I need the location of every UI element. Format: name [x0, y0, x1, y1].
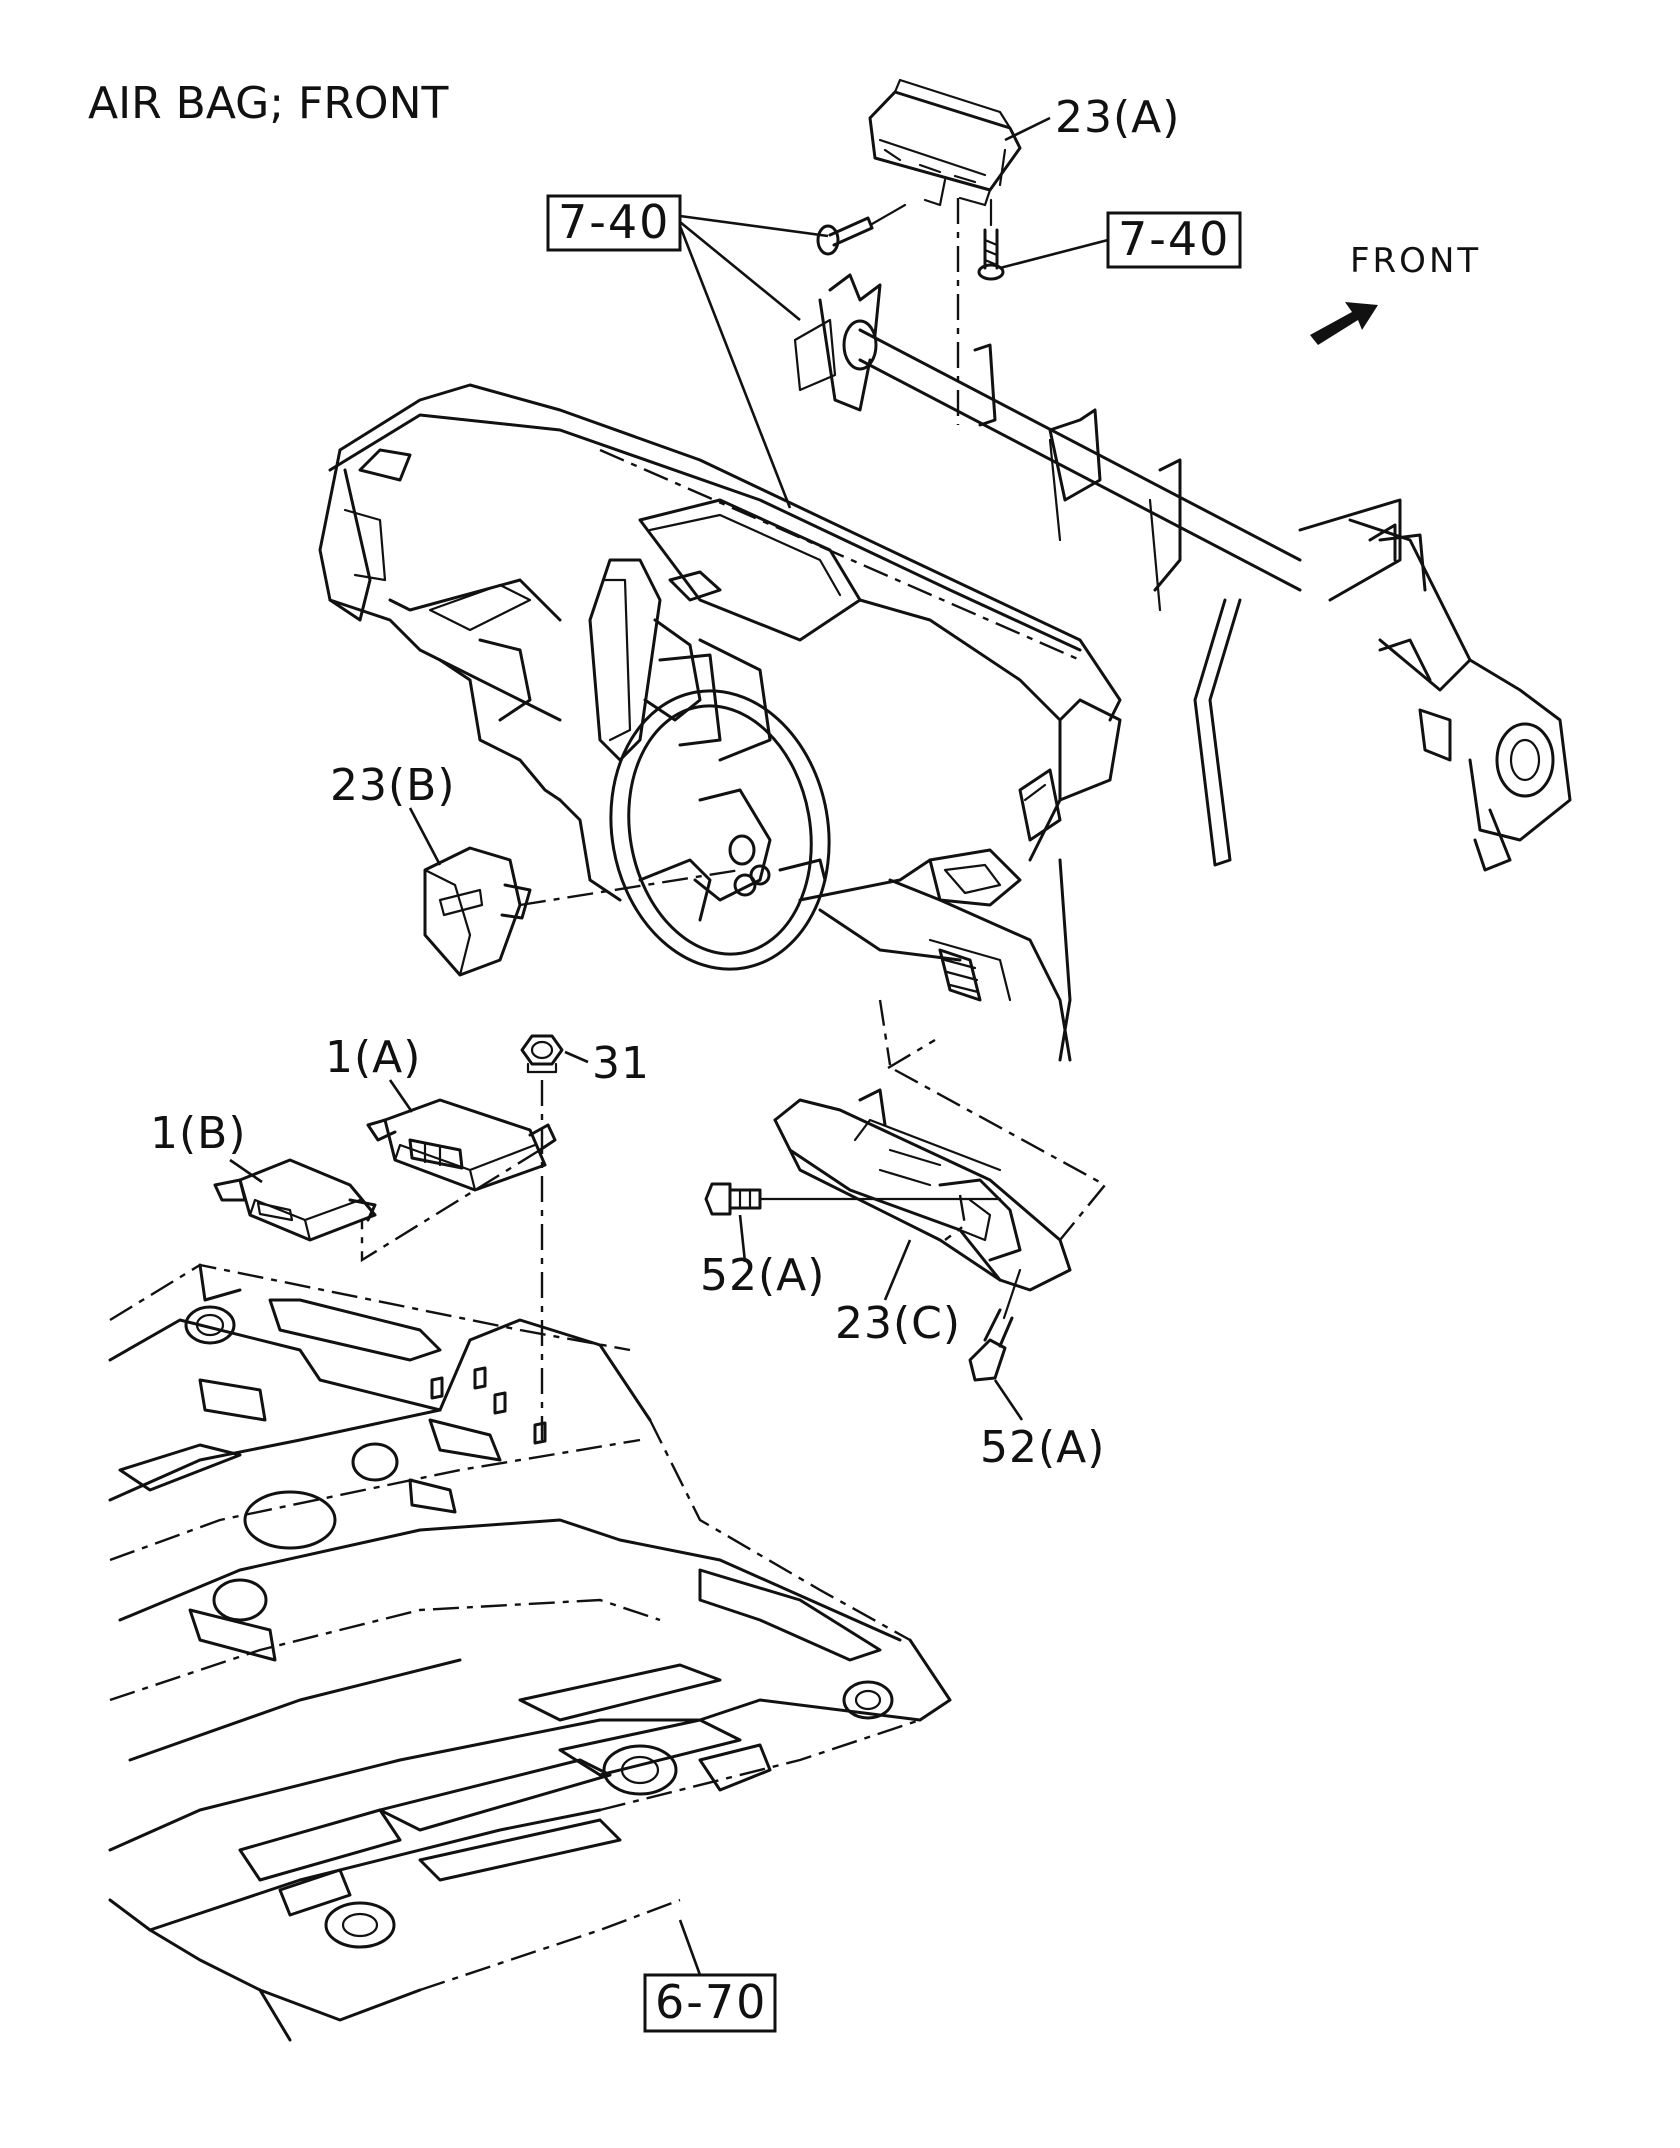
- front-direction-indicator: FRONT: [1310, 241, 1481, 345]
- callout-31-leader: [564, 1050, 589, 1064]
- sdm-mounting-nut: [520, 1034, 564, 1074]
- ref-box-6-70: 6-70: [643, 1973, 777, 2033]
- callout-23b-leader: [408, 807, 442, 866]
- knee-air-bag-guide-line: [894, 1068, 1107, 1241]
- sdm-unit-1a: [366, 1098, 557, 1192]
- floor-panel: [108, 1263, 952, 2042]
- callout-23b: 23(B): [330, 760, 456, 811]
- sdm-bracket-guide-line: [360, 1148, 541, 1263]
- ref-6-70-label: 6-70: [655, 1975, 767, 2029]
- ref-6-70-leader: [678, 1919, 702, 1976]
- callout-1a: 1(A): [325, 1032, 421, 1083]
- callout-52a-left: 52(A): [700, 1250, 825, 1301]
- ref-7-40-left-label: 7-40: [558, 195, 670, 249]
- callout-23c-leader: [883, 1239, 912, 1301]
- knee-air-bag-bolt-bottom: [968, 1268, 1022, 1382]
- front-direction-arrow-icon: [1310, 302, 1378, 345]
- ref-box-7-40-left: 7-40: [546, 194, 682, 252]
- callout-23c: 23(C): [835, 1298, 961, 1349]
- instrument-panel: [318, 383, 1122, 1066]
- knee-air-bag-module: [773, 1088, 1072, 1292]
- ref-box-7-40-right: 7-40: [1106, 211, 1242, 269]
- callout-1a-leader: [388, 1079, 414, 1113]
- ref-7-40-left-leader-bracket: [679, 220, 801, 322]
- ref-7-40-left-leader-bolt: [679, 214, 829, 238]
- callout-1b-leader: [229, 1158, 263, 1184]
- front-direction-label: FRONT: [1350, 241, 1481, 281]
- callout-1b: 1(B): [150, 1108, 247, 1159]
- callout-52a-bottom: 52(A): [980, 1422, 1105, 1473]
- callout-23a-leader: [1004, 116, 1051, 142]
- diagram-title: AIR BAG; FRONT: [88, 78, 448, 129]
- instrument-panel-knee-bag-guide: [887, 1038, 936, 1070]
- cross-car-beam: [793, 273, 1572, 872]
- driver-air-bag-guide-line: [519, 868, 741, 907]
- callout-52a-bottom-leader: [993, 1379, 1024, 1421]
- callout-31: 31: [592, 1038, 650, 1089]
- ref-7-40-right-leader: [999, 238, 1109, 270]
- knee-air-bag-bolt-left: [704, 1182, 762, 1216]
- air-bag-mounting-bolt-left: [816, 203, 907, 256]
- ref-7-40-left-leader-dash: [678, 225, 792, 509]
- ref-7-40-right-label: 7-40: [1118, 212, 1230, 266]
- sdm-unit-1b: [213, 1158, 377, 1242]
- air-bag-mounting-screw-right: [977, 198, 1005, 281]
- callout-52a-left-leader: [738, 1214, 747, 1263]
- knee-air-bag-inner-guide-line: [944, 1194, 967, 1241]
- callout-23a: 23(A): [1055, 92, 1180, 143]
- driver-air-bag-module: [423, 846, 532, 977]
- passenger-air-bag-module: [868, 78, 1022, 207]
